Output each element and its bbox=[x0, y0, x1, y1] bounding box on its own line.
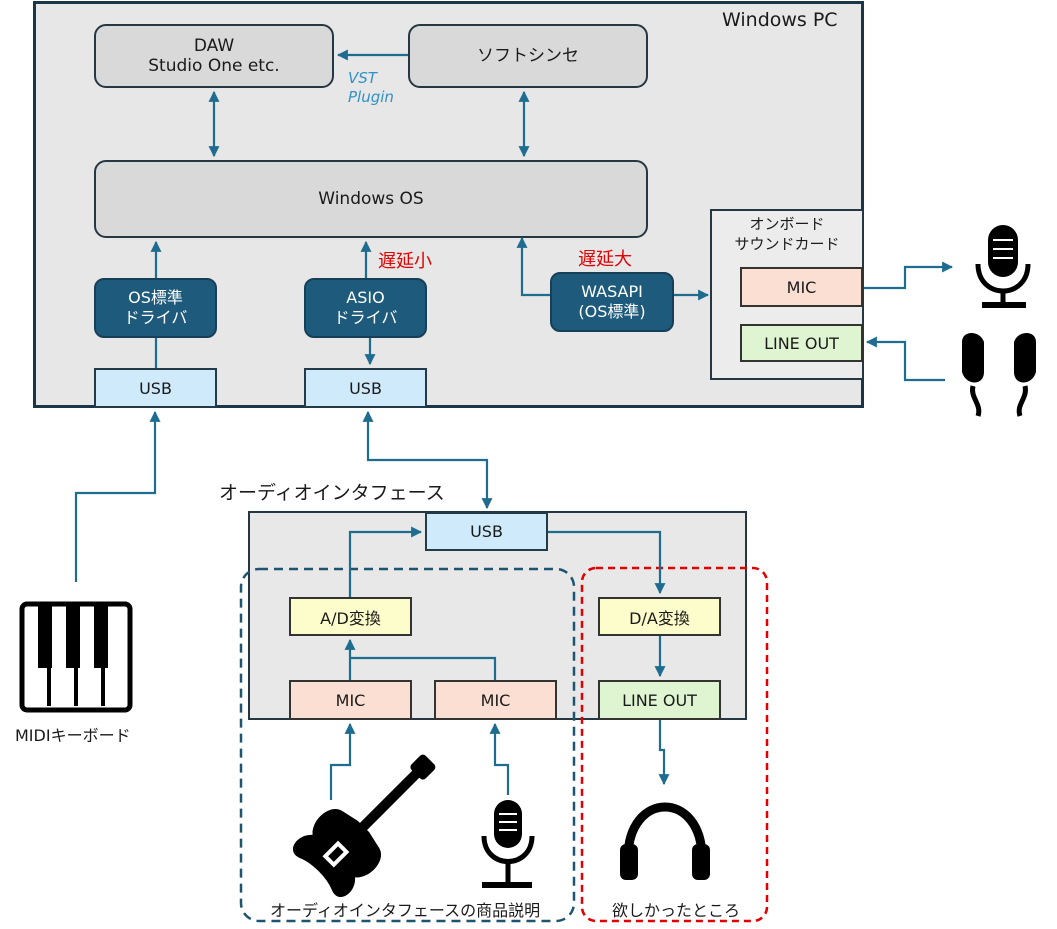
windows-os-box: Windows OS bbox=[94, 160, 648, 238]
arrow-wasapi-to-os bbox=[516, 236, 550, 297]
asio-driver: ASIO ドライバ bbox=[304, 278, 427, 338]
daw-box: DAW Studio One etc. bbox=[94, 24, 334, 88]
soft-synth-box: ソフトシンセ bbox=[408, 24, 648, 88]
os-standard-driver: OS標準 ドライバ bbox=[94, 278, 217, 338]
microphone-icon bbox=[481, 800, 535, 888]
arrow-guitar-to-mic1 bbox=[329, 722, 356, 800]
interface-line-out-box: LINE OUT bbox=[598, 680, 721, 720]
onboard-sound-card-title: オンボード サウンドカード bbox=[734, 215, 840, 253]
interface-usb-port: USB bbox=[425, 512, 548, 551]
arrow-usb-to-da bbox=[548, 530, 666, 595]
wanted-dashed-region bbox=[580, 566, 769, 923]
arrow-usb2-interface bbox=[362, 410, 493, 510]
arrow-group bbox=[74, 49, 954, 800]
earphones-icon bbox=[962, 333, 1036, 417]
midi-keyboard-caption: MIDIキーボード bbox=[15, 726, 131, 745]
arrow-earphones-to-lineout bbox=[865, 336, 945, 382]
latency-small-label: 遅延小 bbox=[378, 251, 432, 272]
arrow-mic-to-microphone bbox=[864, 261, 954, 290]
pc-usb-port-1: USB bbox=[94, 368, 217, 408]
line-mic2-to-ad bbox=[350, 656, 497, 680]
piano-keyboard-icon bbox=[19, 601, 133, 713]
product-dashed-region bbox=[239, 567, 576, 923]
da-converter-box: D/A変換 bbox=[598, 597, 721, 636]
product-description-caption: オーディオインタフェースの商品説明 bbox=[270, 901, 541, 920]
interface-mic-1-box: MIC bbox=[289, 680, 412, 720]
vst-plugin-label: VST Plugin bbox=[348, 69, 394, 106]
arrow-ad-to-usb bbox=[348, 526, 423, 597]
windows-pc-title: Windows PC bbox=[722, 9, 838, 31]
ad-converter-box: A/D変換 bbox=[289, 597, 412, 636]
onboard-mic-box: MIC bbox=[740, 267, 863, 307]
wanted-part-caption: 欲しかったところ bbox=[612, 901, 741, 920]
arrow-midi-to-usb1 bbox=[74, 410, 161, 582]
arrow-mic-to-mic2 bbox=[489, 722, 510, 795]
electric-guitar-icon bbox=[293, 754, 436, 897]
onboard-line-out-box: LINE OUT bbox=[740, 324, 863, 362]
arrow-lineout-to-headphones bbox=[658, 720, 670, 786]
headphones-icon bbox=[620, 802, 710, 880]
wasapi-driver: WASAPI (OS標準) bbox=[550, 272, 674, 332]
onboard-microphone-icon bbox=[975, 225, 1031, 308]
latency-large-label: 遅延大 bbox=[578, 249, 632, 270]
interface-mic-2-box: MIC bbox=[434, 680, 557, 720]
pc-usb-port-2: USB bbox=[304, 368, 427, 408]
